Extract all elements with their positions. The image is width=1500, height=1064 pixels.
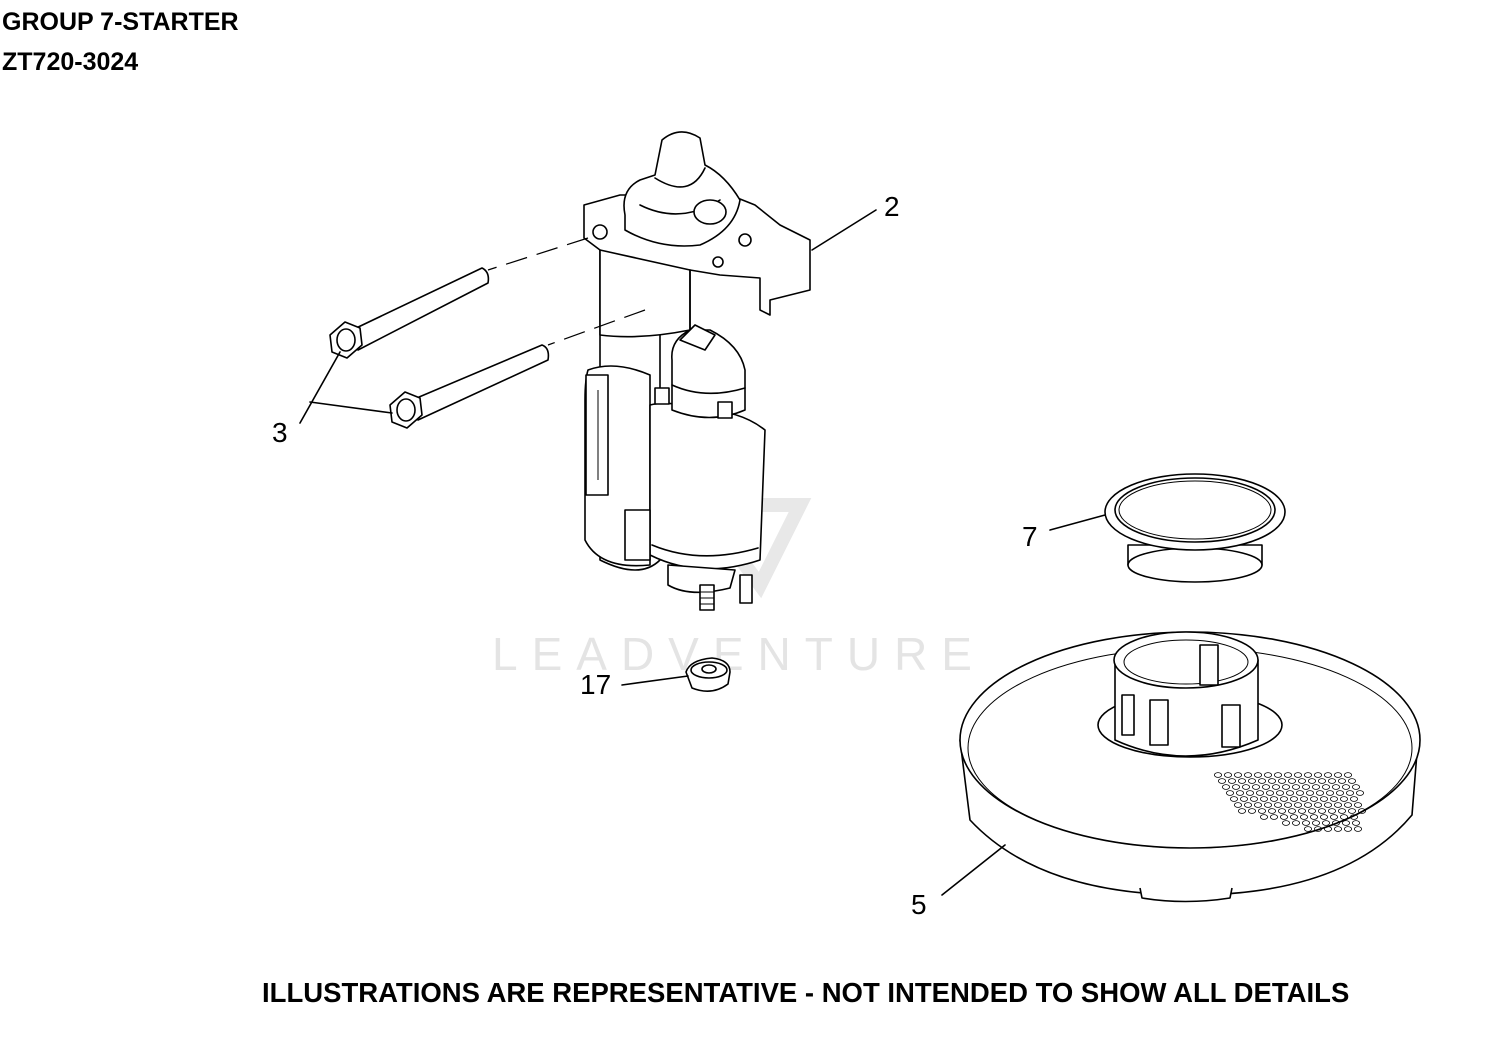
leader-line-5 [941,844,1006,896]
callout-3: 3 [272,417,288,448]
leader-line-3b [309,401,393,414]
callout-5: 5 [911,889,927,920]
air-intake-screen[interactable] [959,631,1421,903]
disclaimer-note: ILLUSTRATIONS ARE REPRESENTATIVE - NOT I… [262,977,1350,1008]
callout-17: 17 [580,669,611,700]
mounting-bolt-upper[interactable] [329,267,490,359]
leader-line-7 [1049,514,1106,531]
callout-7: 7 [1022,521,1038,552]
mounting-bolt-lower[interactable] [389,344,550,429]
seal-ring[interactable] [1104,473,1286,583]
group-title: GROUP 7-STARTER [2,8,239,36]
perforation-pattern [1214,772,1367,832]
watermark-text: LEADVENTURE [492,628,986,680]
callout-2: 2 [884,191,900,222]
flange-nut[interactable] [685,657,731,692]
starter-motor[interactable] [583,131,811,611]
leader-line-2 [811,209,877,251]
leader-line-3a [299,351,341,424]
model-number: ZT720-3024 [2,48,139,76]
leader-line-17 [621,675,689,686]
